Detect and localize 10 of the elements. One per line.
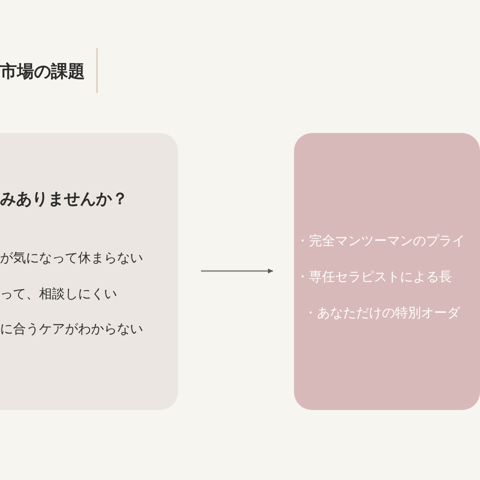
list-item: ・完全マンツーマンのプライ — [296, 233, 465, 250]
list-item: に合うケアがわからない — [0, 321, 143, 338]
card-heading: みありませんか？ — [0, 189, 128, 210]
arrow — [201, 268, 273, 274]
list-item: が気になって休まらない — [0, 250, 143, 267]
list-item: って、相談しにくい — [0, 286, 117, 303]
list-item: ・専任セラピストによる長 — [296, 269, 452, 286]
list-item: ・あなただけの特別オーダ — [304, 305, 460, 322]
content-card — [294, 133, 480, 410]
page-title: 市場の課題 — [0, 61, 85, 83]
